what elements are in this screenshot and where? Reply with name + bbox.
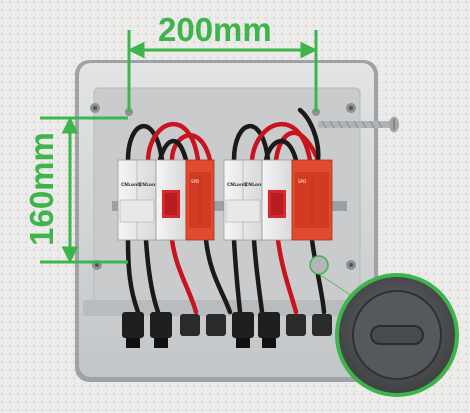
breaker-group-right: CNLonQ CNLonQ SPD (223, 159, 333, 241)
cables-bottom (125, 237, 327, 315)
breaker-brand-text: CNLonQ (139, 182, 159, 188)
svg-text:SPD: SPD (191, 179, 199, 184)
svg-text:SPD: SPD (298, 179, 306, 184)
width-dimension-label: 200mm (158, 11, 272, 48)
height-dimension-label: 160mm (23, 132, 60, 246)
breaker-brand-text: CNLonQ (121, 182, 141, 188)
vent-plug-icon (309, 255, 329, 275)
breaker-brand-text: CNLonQ (227, 182, 247, 188)
cable-glands (122, 312, 332, 348)
dimension-lines (40, 30, 318, 264)
zoom-inset (335, 273, 459, 397)
zoom-connector-line (318, 273, 353, 297)
cables-top (125, 107, 321, 163)
breaker-group-left: CNLonQ CNLonQ SPD (117, 159, 215, 241)
breaker-brand-text: CNLonQ (245, 182, 265, 188)
wall-screw-icon (318, 116, 399, 133)
